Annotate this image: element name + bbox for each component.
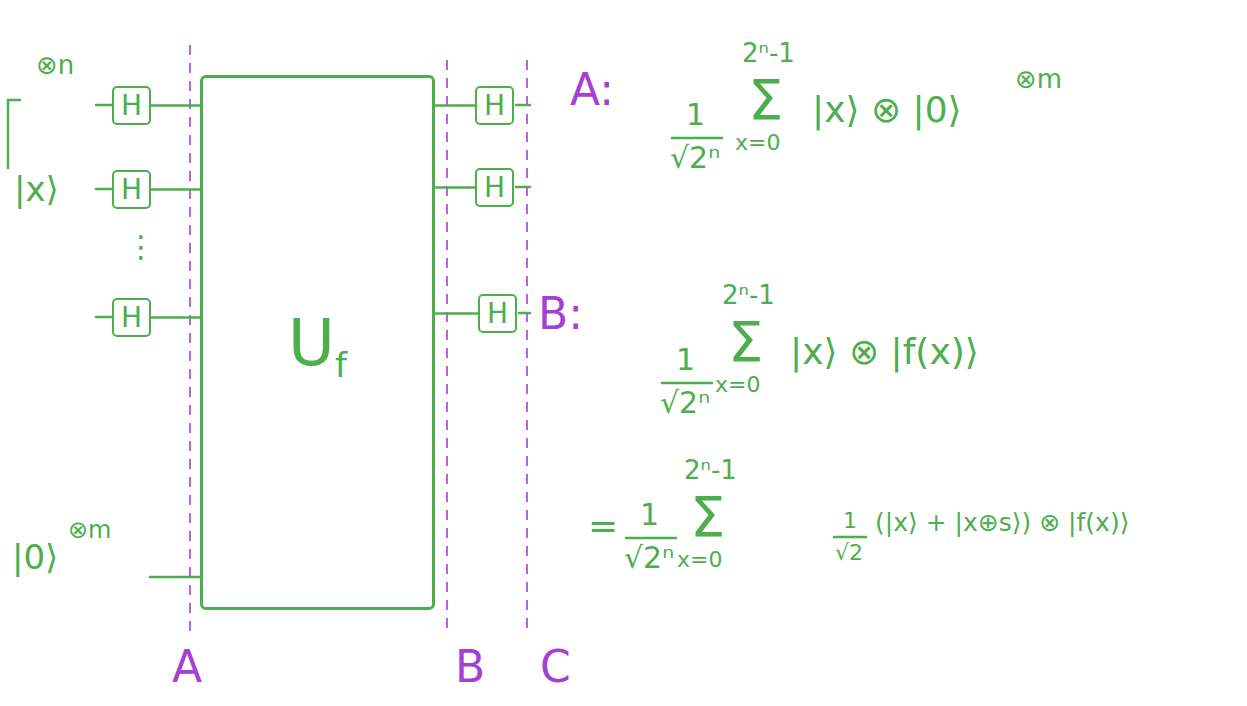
qubit-wire bbox=[151, 104, 200, 107]
slice-line bbox=[189, 45, 191, 635]
output-wire bbox=[516, 104, 530, 107]
qubit-wire bbox=[151, 316, 200, 319]
math-text: ⋮ bbox=[126, 232, 156, 262]
math-text: |x⟩ ⊗ |f(x)⟩ bbox=[790, 334, 979, 370]
input-wire bbox=[96, 104, 112, 107]
fraction-bar bbox=[626, 537, 676, 540]
math-text: 1 bbox=[843, 510, 857, 532]
fraction-bar bbox=[834, 536, 866, 539]
math-text: |x⟩ ⊗ |0⟩ bbox=[812, 92, 962, 128]
math-text: x=0 bbox=[715, 374, 760, 396]
register-bracket bbox=[8, 100, 20, 168]
math-text: = bbox=[588, 508, 618, 544]
math-text: (|x⟩ + |x⊕s⟩) ⊗ |f(x)⟩ bbox=[875, 510, 1129, 535]
qubit-wire bbox=[435, 312, 478, 315]
qubit-wire bbox=[151, 188, 200, 191]
slice-label: A bbox=[172, 645, 202, 689]
math-text: Σ bbox=[748, 72, 783, 128]
fraction-bar bbox=[672, 137, 722, 140]
math-text: x=0 bbox=[677, 549, 722, 571]
math-text: |0⟩ bbox=[12, 540, 58, 574]
math-text: 2ⁿ-1 bbox=[684, 457, 737, 483]
math-text: 1 bbox=[640, 500, 659, 530]
slice-label: C bbox=[540, 645, 571, 689]
slice-line bbox=[446, 60, 448, 635]
gate-name: H bbox=[484, 92, 505, 120]
gate-name: H bbox=[121, 304, 142, 332]
output-wire bbox=[516, 186, 530, 189]
hadamard-gate: H bbox=[112, 86, 151, 125]
hadamard-gate: H bbox=[478, 294, 517, 333]
math-text: 2ⁿ-1 bbox=[742, 40, 795, 66]
math-text: 2ⁿ-1 bbox=[722, 282, 775, 308]
oracle-box: Uf bbox=[200, 75, 435, 610]
slice-line bbox=[526, 60, 528, 635]
math-text: |x⟩ bbox=[14, 172, 59, 206]
output-wire bbox=[519, 312, 530, 315]
qubit-wire bbox=[435, 104, 475, 107]
fraction-bar bbox=[662, 382, 712, 385]
input-wire bbox=[96, 316, 112, 319]
math-text: √2 bbox=[835, 542, 863, 564]
oracle-name: U bbox=[288, 311, 335, 375]
math-text: √2ⁿ bbox=[660, 388, 710, 418]
math-text: Σ bbox=[690, 489, 725, 545]
hadamard-gate: H bbox=[475, 168, 514, 207]
slice-label: B bbox=[455, 645, 485, 689]
input-wire bbox=[96, 188, 112, 191]
slice-label: B: bbox=[538, 292, 583, 336]
gate-name: H bbox=[484, 174, 505, 202]
math-text: ⊗n bbox=[36, 52, 74, 78]
hadamard-gate: H bbox=[112, 170, 151, 209]
math-text: ⊗m bbox=[68, 518, 112, 542]
hadamard-gate: H bbox=[475, 86, 514, 125]
gate-name: H bbox=[487, 300, 508, 328]
math-text: √2ⁿ bbox=[670, 143, 720, 173]
slice-label: A: bbox=[570, 68, 614, 112]
gate-name: H bbox=[121, 176, 142, 204]
math-text: √2ⁿ bbox=[624, 543, 674, 573]
math-text: Σ bbox=[728, 314, 763, 370]
math-text: 1 bbox=[676, 345, 695, 375]
qubit-wire bbox=[435, 186, 475, 189]
oracle-subscript: f bbox=[335, 348, 347, 382]
math-text: ⊗m bbox=[1015, 66, 1062, 92]
math-text: x=0 bbox=[735, 132, 780, 154]
gate-name: H bbox=[121, 92, 142, 120]
hadamard-gate: H bbox=[112, 298, 151, 337]
ancilla-wire bbox=[150, 576, 202, 579]
math-text: 1 bbox=[686, 100, 705, 130]
